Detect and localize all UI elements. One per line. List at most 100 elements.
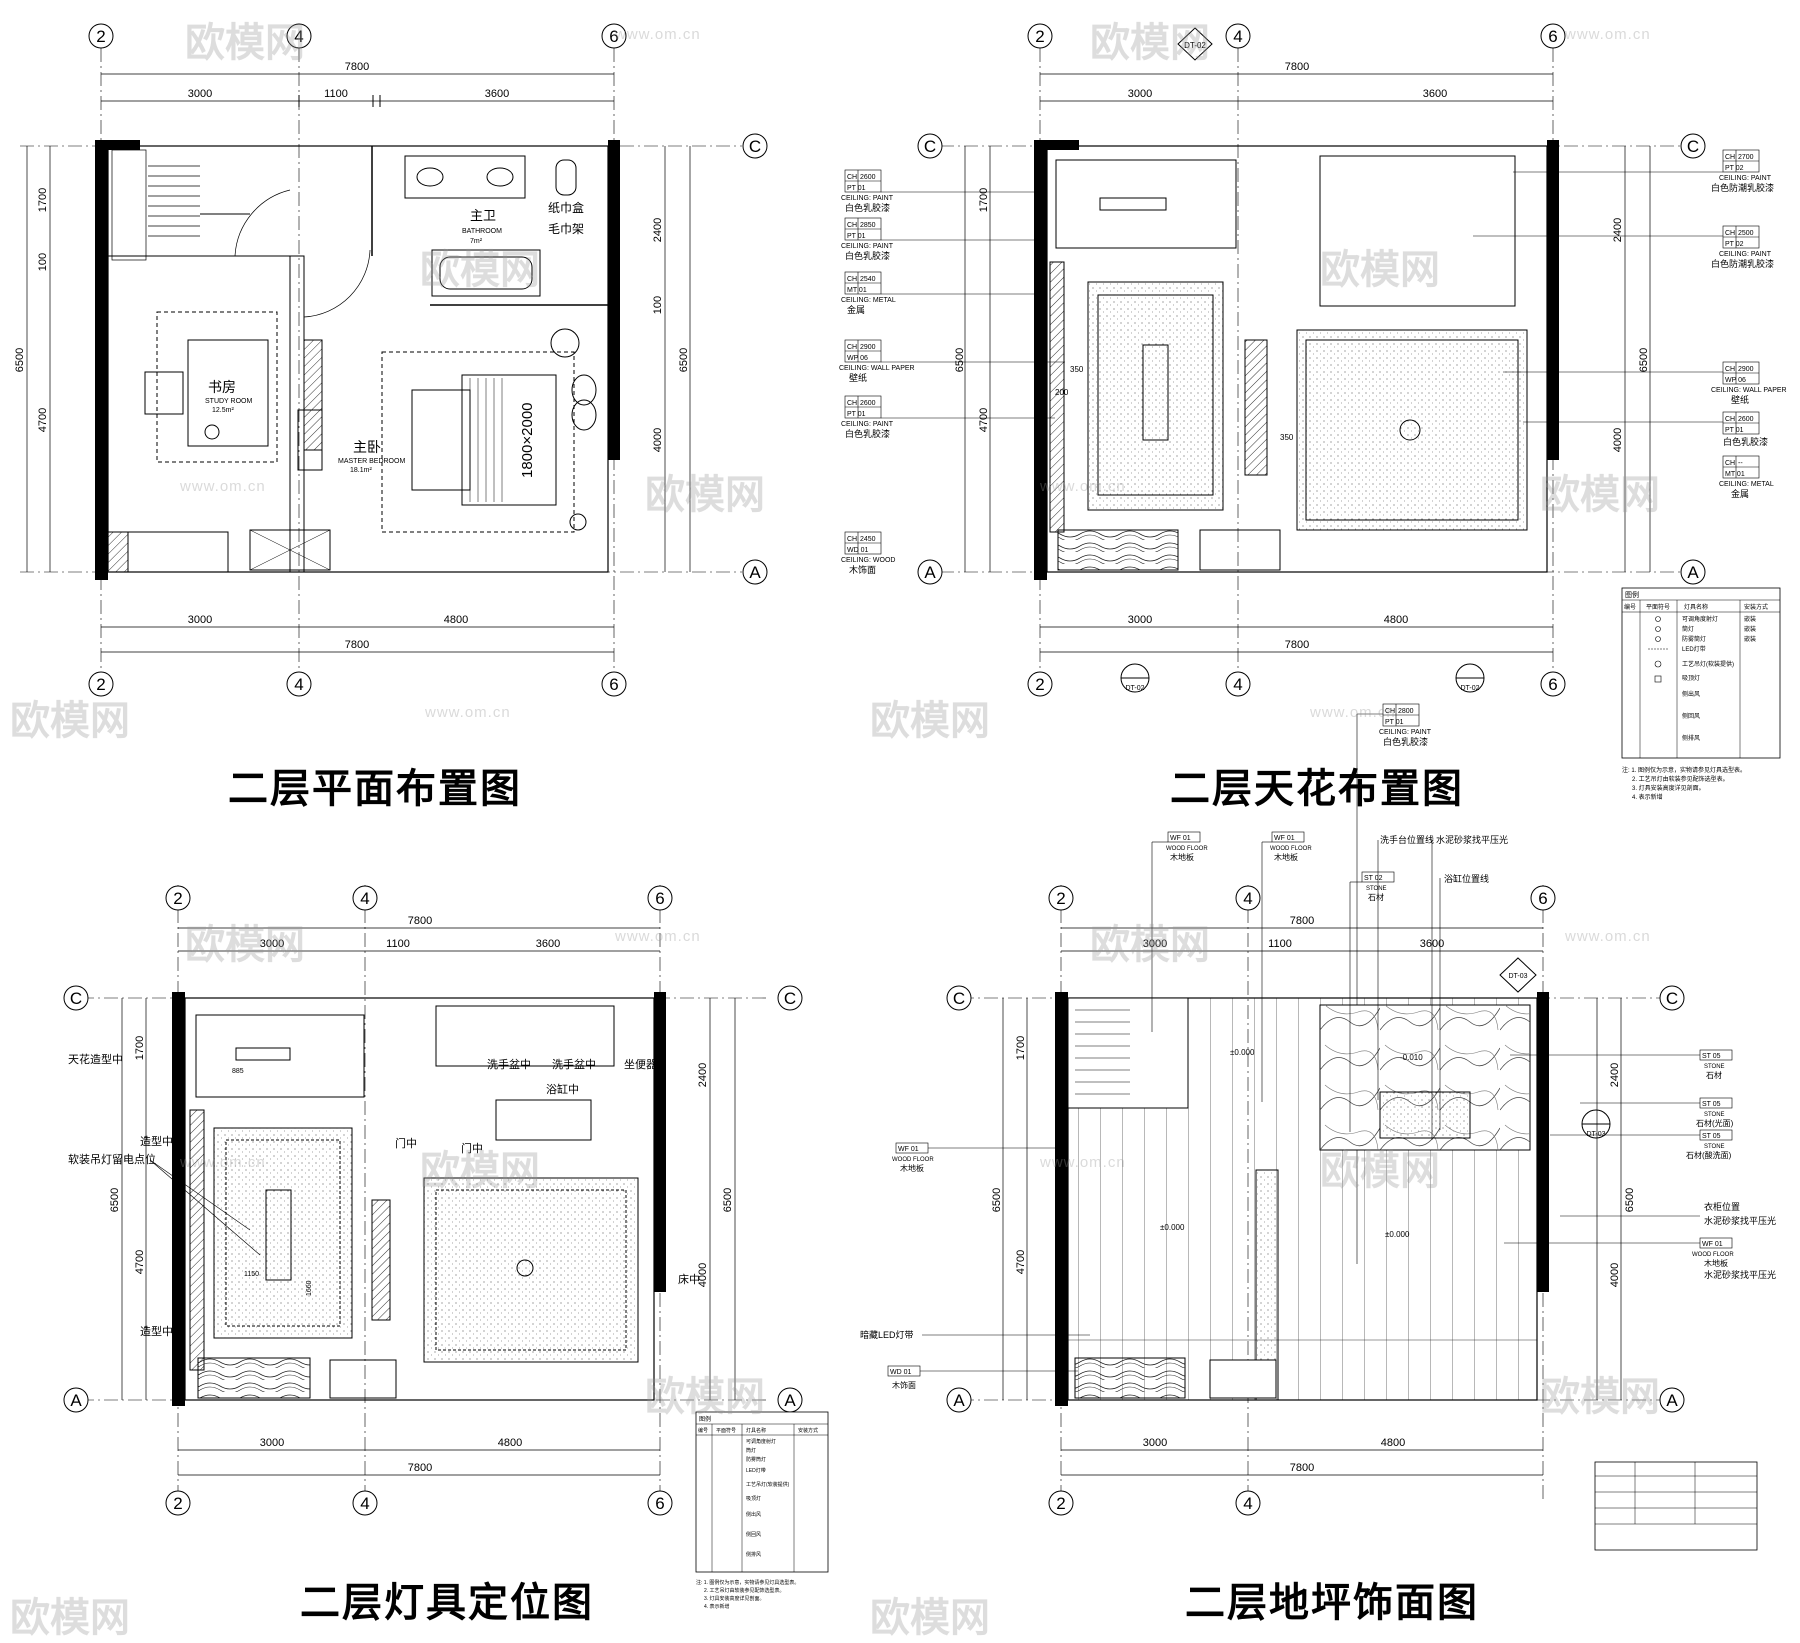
ceiling-legend: 图例 编号 平面符号 灯具名称 安装方式 可调角度射灯嵌装 筒灯嵌装 防雾筒灯嵌…: [1621, 587, 1781, 801]
svg-text:WOOD FLOOR: WOOD FLOOR: [1270, 846, 1312, 852]
svg-text:CEILING: PAINT: CEILING: PAINT: [841, 195, 894, 202]
svg-text:洗手盆中: 洗手盆中: [487, 1057, 531, 1071]
svg-text:2. 工艺吊灯由软装参见配饰选型表。: 2. 工艺吊灯由软装参见配饰选型表。: [704, 1587, 785, 1594]
svg-text:2500: 2500: [1738, 230, 1754, 237]
svg-text:CEILING: WALL PAPER: CEILING: WALL PAPER: [1711, 387, 1787, 394]
svg-text:2400: 2400: [697, 1063, 709, 1087]
svg-text:1700: 1700: [978, 188, 990, 212]
svg-text:3600: 3600: [536, 938, 560, 950]
svg-text:A: A: [70, 1391, 82, 1410]
svg-text:4000: 4000: [1612, 428, 1624, 452]
svg-text:±0.000: ±0.000: [1160, 1223, 1185, 1232]
svg-text:木地板: 木地板: [1704, 1258, 1728, 1268]
svg-text:水泥砂浆找平压光: 水泥砂浆找平压光: [1704, 1269, 1776, 1280]
svg-text:STONE: STONE: [1366, 886, 1387, 892]
svg-text:侧排风: 侧排风: [746, 1551, 761, 1558]
soft-lamp-point-label: 软装吊灯留电点位: [68, 1152, 156, 1166]
svg-text:ST 02: ST 02: [1364, 875, 1383, 882]
svg-text:4: 4: [294, 675, 303, 694]
svg-text:6500: 6500: [722, 1188, 734, 1212]
svg-text:筒灯: 筒灯: [1682, 625, 1694, 633]
svg-text:-0.010: -0.010: [1400, 1053, 1423, 1062]
svg-text:石材: 石材: [1706, 1070, 1722, 1080]
svg-text:注: 1. 图例仅为示意，实物请参见灯具选型表。: 注: 1. 图例仅为示意，实物请参见灯具选型表。: [696, 1579, 799, 1586]
svg-text:坐便器: 坐便器: [624, 1058, 657, 1071]
svg-text:PT 02: PT 02: [1725, 165, 1744, 172]
dim-total-top: 7800: [345, 61, 369, 73]
svg-text:CEILING: PAINT: CEILING: PAINT: [1719, 175, 1772, 182]
svg-text:金属: 金属: [847, 304, 865, 315]
svg-text:WOOD FLOOR: WOOD FLOOR: [892, 1157, 934, 1163]
svg-text:PT 01: PT 01: [847, 411, 866, 418]
svg-text:2450: 2450: [860, 536, 876, 543]
svg-text:7800: 7800: [1290, 1462, 1314, 1474]
svg-text:C: C: [924, 137, 936, 156]
svg-text:C: C: [1687, 137, 1699, 156]
svg-text:可调角度射灯: 可调角度射灯: [1682, 615, 1718, 623]
lighting-legend: 图例 编号 平面符号 灯具名称 安装方式 可调角度射灯 筒灯 防雾筒灯 LED灯…: [695, 1411, 829, 1610]
svg-text:浴缸位置线: 浴缸位置线: [1444, 873, 1489, 884]
svg-text:3000: 3000: [260, 1437, 284, 1449]
svg-text:水泥砂浆找平压光: 水泥砂浆找平压光: [1704, 1215, 1776, 1226]
svg-text:安装方式: 安装方式: [798, 1427, 818, 1434]
grid-bubble-4-top: 4: [286, 23, 312, 49]
svg-text:2: 2: [1035, 27, 1044, 46]
svg-text:A: A: [1687, 563, 1699, 582]
svg-text:4: 4: [1233, 675, 1242, 694]
svg-text:4: 4: [1243, 889, 1252, 908]
svg-text:6: 6: [1548, 675, 1557, 694]
svg-text:A: A: [1666, 1391, 1678, 1410]
svg-text:A: A: [784, 1391, 796, 1410]
svg-text:4: 4: [1243, 1494, 1252, 1513]
svg-text:2850: 2850: [860, 222, 876, 229]
svg-text:注: 1. 图例仅为示意，实物请参见灯具选型表。: 注: 1. 图例仅为示意，实物请参见灯具选型表。: [1622, 766, 1746, 774]
svg-text:1150: 1150: [244, 1271, 259, 1278]
svg-text:2540: 2540: [860, 276, 876, 283]
svg-text:C: C: [1666, 989, 1678, 1008]
svg-text:DT-02: DT-02: [1184, 41, 1206, 50]
svg-text:门中: 门中: [395, 1136, 417, 1150]
svg-text:BATHROOM: BATHROOM: [462, 228, 502, 235]
svg-text:4: 4: [294, 27, 303, 46]
svg-text:WD 01: WD 01: [890, 1369, 912, 1376]
svg-text:白色乳胶漆: 白色乳胶漆: [1723, 436, 1768, 447]
svg-text:3. 灯具安装高度详见剖面。: 3. 灯具安装高度详见剖面。: [704, 1595, 765, 1602]
svg-text:侧出风: 侧出风: [746, 1511, 761, 1518]
svg-text:白色防潮乳胶漆: 白色防潮乳胶漆: [1711, 258, 1774, 269]
svg-text:WF 01: WF 01: [898, 1146, 919, 1153]
svg-text:LED灯带: LED灯带: [746, 1467, 766, 1474]
svg-text:防雾筒灯: 防雾筒灯: [746, 1456, 766, 1463]
svg-text:7800: 7800: [408, 1462, 432, 1474]
svg-text:DT-02: DT-02: [1125, 685, 1144, 692]
svg-text:7800: 7800: [1290, 915, 1314, 927]
svg-text:2: 2: [1056, 1494, 1065, 1513]
svg-text:LED灯带: LED灯带: [1682, 645, 1706, 653]
svg-text:CH: CH: [1385, 708, 1395, 715]
svg-text:6: 6: [609, 27, 618, 46]
ceiling-center-label: 天花造型中: [68, 1052, 123, 1066]
master-bed-label: 主卧: [353, 439, 381, 455]
svg-text:±0.000: ±0.000: [1230, 1048, 1255, 1057]
svg-text:CEILING: METAL: CEILING: METAL: [841, 297, 896, 304]
svg-text:MT 01: MT 01: [1725, 471, 1745, 478]
lighting-plan-drawing: 2 4 6 2 4 6 C A C A 7800 3000 1100 3600 …: [63, 885, 803, 1516]
bed-center-label: 床中: [678, 1272, 700, 1286]
ceiling-plan-drawing: 2 4 6 2 4 6 C A C A DT-02 DT-02 DT-02 78…: [839, 23, 1787, 1264]
svg-text:ST 05: ST 05: [1702, 1053, 1721, 1060]
svg-text:白色乳胶漆: 白色乳胶漆: [845, 250, 890, 261]
grid-bubble-A: A: [742, 559, 768, 585]
svg-text:WF 01: WF 01: [1702, 1241, 1723, 1248]
svg-text:C: C: [784, 989, 796, 1008]
svg-text:2: 2: [173, 1494, 182, 1513]
grid-bubble-6-top: 6: [601, 23, 627, 49]
svg-text:C: C: [749, 137, 761, 156]
svg-text:6: 6: [655, 889, 664, 908]
grid-bubble-C: C: [742, 133, 768, 159]
svg-text:WP 06: WP 06: [1725, 377, 1746, 384]
svg-text:6500: 6500: [1638, 348, 1650, 372]
svg-text:2: 2: [1035, 675, 1044, 694]
svg-text:4800: 4800: [1381, 1437, 1405, 1449]
